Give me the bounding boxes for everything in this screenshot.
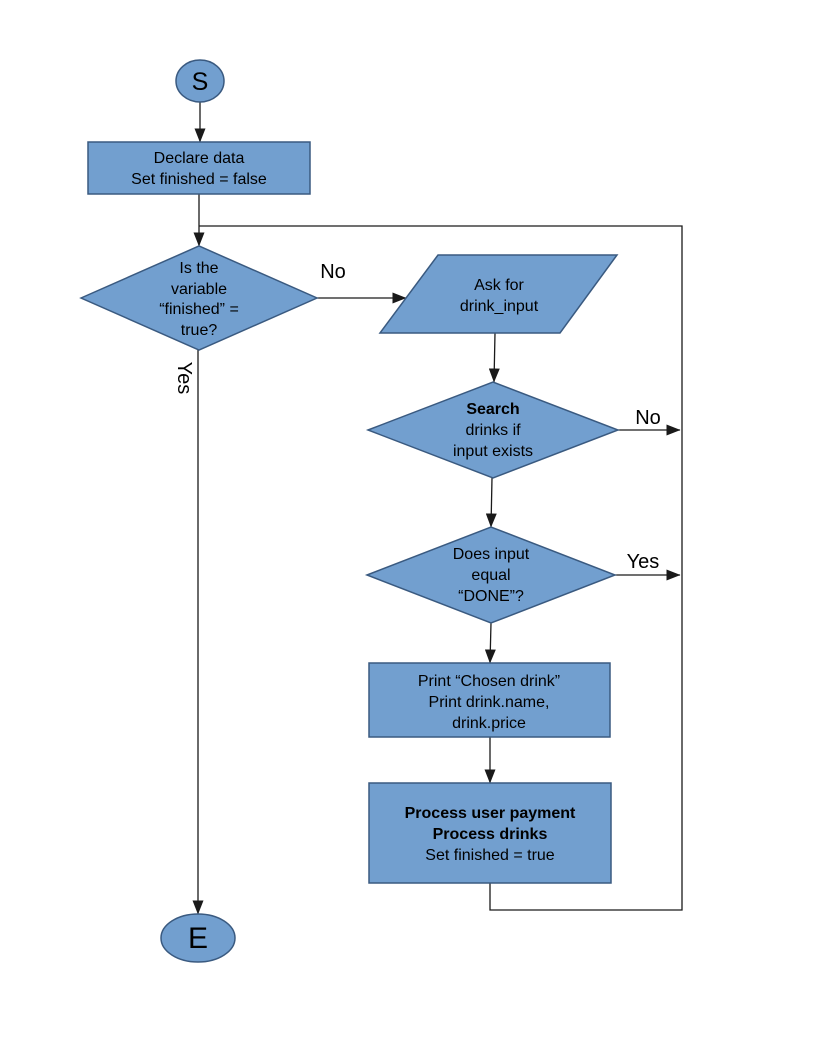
search-decision: Search drinks if input exists bbox=[365, 381, 621, 479]
loop-back-line bbox=[199, 225, 683, 911]
declare-line-1: Declare data bbox=[154, 150, 245, 167]
end-terminator: E bbox=[160, 913, 236, 963]
print-line-2: Print drink.name, bbox=[429, 694, 550, 711]
done-line-3: “DONE”? bbox=[458, 588, 524, 605]
ask-input-parallelogram: Ask for drink_input bbox=[378, 254, 619, 334]
print-drink-box: Print “Chosen drink” Print drink.name, d… bbox=[368, 662, 611, 738]
ask-input-line-1: Ask for bbox=[474, 277, 524, 294]
declare-line-2: Set finished = false bbox=[131, 171, 267, 188]
print-line-1: Print “Chosen drink” bbox=[418, 673, 560, 690]
search-line-3: input exists bbox=[453, 443, 533, 460]
process-line-2: Process drinks bbox=[433, 826, 548, 843]
print-line-3: drink.price bbox=[452, 715, 526, 732]
process-payment-box: Process user payment Process drinks Set … bbox=[368, 782, 612, 884]
search-line-2: drinks if bbox=[465, 422, 521, 439]
declare-data-box: Declare data Set finished = false bbox=[87, 141, 311, 195]
edge-label-done-yes: Yes bbox=[627, 551, 660, 573]
done-line-2: equal bbox=[471, 567, 510, 584]
edge-label-finished-no: No bbox=[320, 261, 346, 283]
start-label: S bbox=[192, 68, 209, 96]
start-terminator: S bbox=[175, 59, 225, 103]
finished-line-2: variable bbox=[171, 281, 227, 298]
done-line-1: Does input bbox=[453, 546, 530, 563]
finished-line-3: “finished” = bbox=[159, 301, 239, 318]
done-decision: Does input equal “DONE”? bbox=[364, 526, 618, 624]
finished-line-4: true? bbox=[181, 322, 218, 339]
search-line-1: Search bbox=[466, 401, 519, 418]
flow-arrow-done-print bbox=[484, 622, 496, 664]
ask-input-line-2: drink_input bbox=[460, 298, 539, 315]
finished-line-1: Is the bbox=[179, 260, 218, 277]
process-line-3: Set finished = true bbox=[425, 847, 555, 864]
edge-label-search-no: No bbox=[635, 407, 661, 429]
edge-label-finished-yes: Yes bbox=[173, 362, 195, 395]
process-line-1: Process user payment bbox=[405, 805, 576, 822]
end-label: E bbox=[188, 922, 208, 955]
flow-arrow-search-done bbox=[485, 477, 497, 528]
flow-arrow-ask-search bbox=[488, 332, 500, 383]
finished-decision: Is the variable “finished” = true? bbox=[79, 245, 319, 351]
